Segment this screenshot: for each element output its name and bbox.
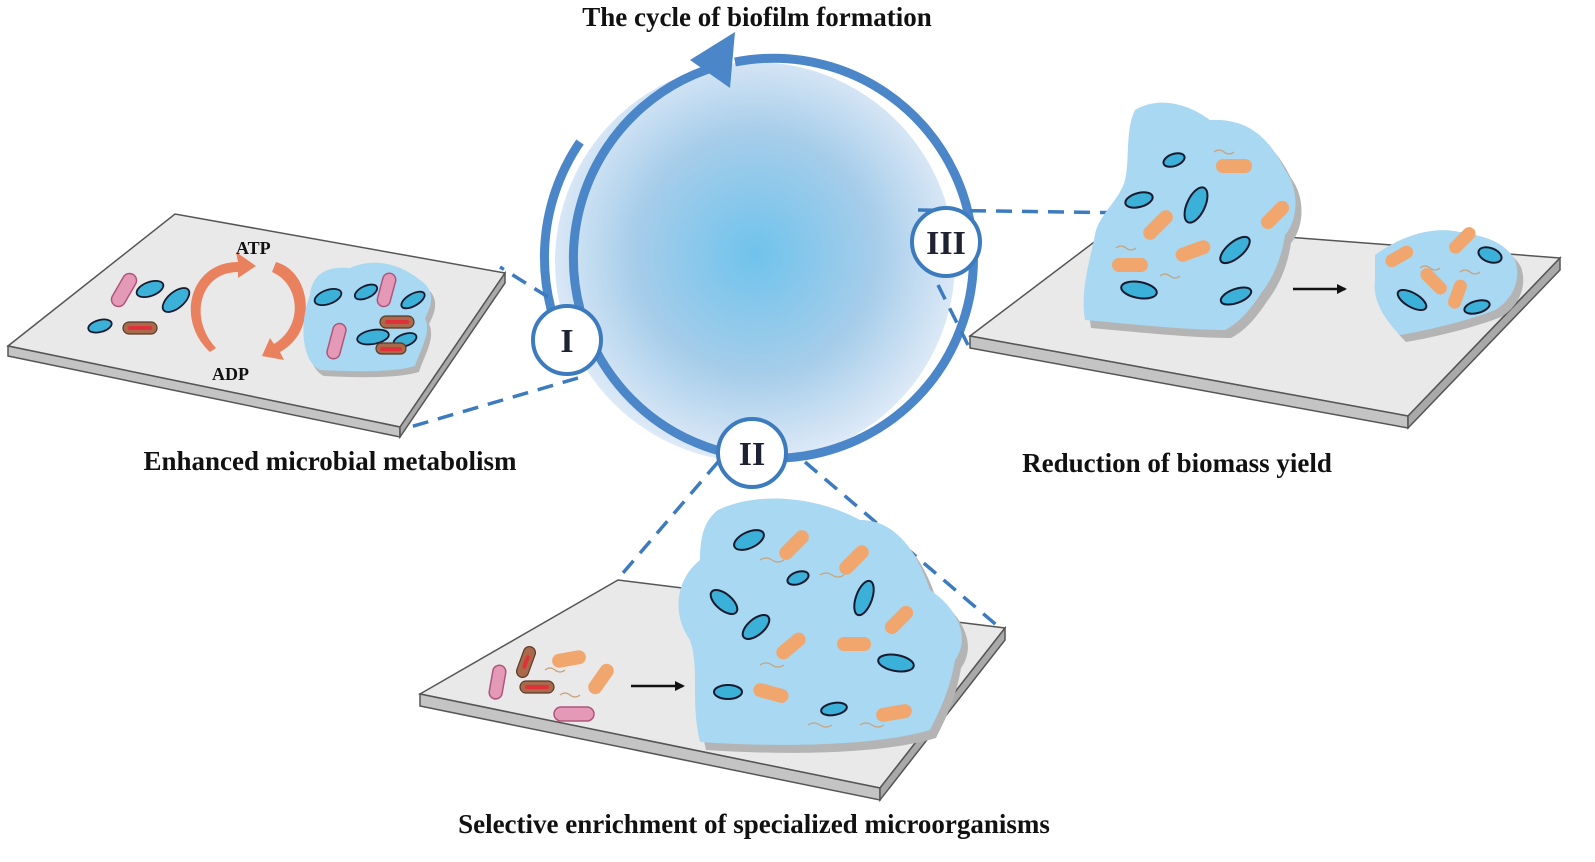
stage-marker-II [716, 417, 788, 489]
cocci-cells-panel1 [87, 279, 426, 348]
panel-enrichment [417, 498, 1007, 803]
flagella-panel2 [544, 557, 885, 728]
cocci-cells-panel2 [709, 529, 915, 717]
stage-marker-III [910, 206, 982, 278]
caption-stage-II: Selective enrichment of specialized micr… [458, 809, 1050, 839]
stage-marker-I [531, 304, 603, 376]
atp-label: ATP [236, 238, 271, 258]
rod-red-cells-panel1 [122, 315, 415, 355]
mixed-bacteria-panel2 [488, 646, 595, 722]
flagella-panel3 [1115, 149, 1481, 279]
pink-bacteria-panel1 [110, 272, 397, 360]
rod-cells-panel2 [552, 530, 914, 722]
diagram-title: The cycle of biofilm formation [582, 2, 931, 32]
cocci-cells-panel3 [1120, 152, 1503, 315]
stage-numeral-III: III [926, 225, 966, 262]
stage-numeral-I: I [560, 323, 573, 360]
atp-adp-cycle-arrows [190, 252, 306, 360]
caption-stage-III: Reduction of biomass yield [1022, 448, 1332, 478]
caption-stage-I: Enhanced microbial metabolism [143, 446, 517, 476]
adp-label: ADP [212, 364, 249, 384]
stage-numeral-II: II [739, 436, 765, 473]
biofilm-blob-small [303, 262, 436, 378]
rod-cells-panel3 [1112, 159, 1476, 309]
cycle-sphere [555, 62, 955, 462]
panel-biomass [968, 102, 1562, 430]
panel-metabolism: ATP ADP [6, 213, 507, 440]
cycle-arrowhead [690, 32, 735, 88]
